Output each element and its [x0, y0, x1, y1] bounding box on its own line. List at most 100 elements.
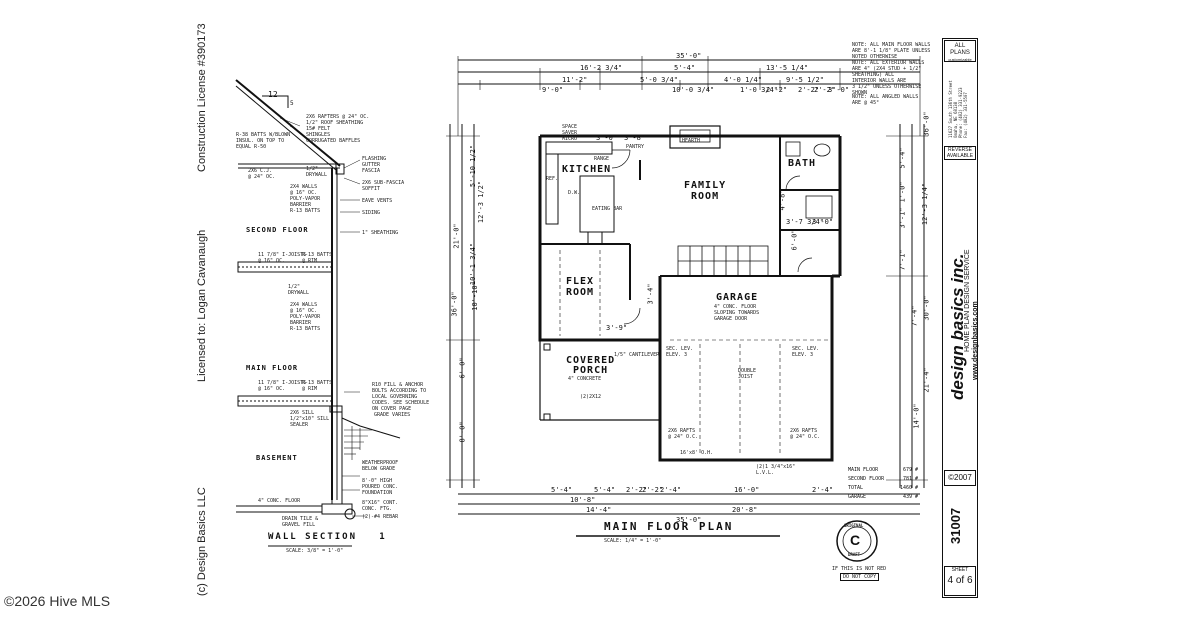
note-footing: 8"X16" CONT. CONC. FTG.	[362, 500, 399, 512]
area-value: 679 #	[902, 467, 918, 473]
stamp-line-1: IF THIS IS NOT RED	[832, 566, 887, 572]
dim-right-0: 5'-4"	[898, 147, 907, 169]
note-drywall-second: 1/2" DRYWALL	[288, 284, 310, 296]
label-lvl-beam: (2)1 3/4"x16" L.V.L.	[756, 464, 796, 476]
dim-bottom-4: 2'-4"	[660, 486, 682, 494]
label-double-joist: DOUBLE JOIST	[738, 368, 757, 380]
dim-bottom-8: 14'-4"	[586, 506, 612, 514]
dim-bottom-0: 5'-4"	[551, 486, 573, 494]
dim-top-7: 9'-5 1/2"	[786, 76, 824, 84]
area-value: 781 #	[902, 476, 918, 482]
dim-right-2: 36'-0"	[922, 111, 931, 137]
area-label: MAIN FLOOR	[848, 467, 879, 473]
area-row: MAIN FLOOR 679 #	[848, 466, 918, 475]
dim-top-4: 11'-2"	[562, 76, 588, 84]
note-foundation: 8'-0" HIGH POURED CONC. FOUNDATION	[362, 478, 399, 496]
note-rim-main: R-13 BATTS @ RIM	[302, 380, 333, 392]
note-main-floor-walls: NOTE: ALL MAIN FLOOR WALLS ARE 8'-1 1/8"…	[852, 42, 931, 60]
dim-bottom-2: 2'-2"	[626, 486, 648, 494]
dim-top-2: 5'-4"	[674, 64, 696, 72]
dim-interior-2: 3'-4"	[646, 283, 655, 305]
copyright-year: ©2007	[948, 473, 972, 482]
note-fascia: FLASHING GUTTER FASCIA	[362, 156, 387, 174]
dim-right-1: 12'-3 1/4"	[921, 182, 930, 226]
note-grade: GRADE VARIES	[374, 412, 411, 418]
all-plans-box: ALL PLANS customizable	[944, 40, 976, 62]
note-joist-main: 11 7/8" I-JOISTS @ 16" OC.	[258, 380, 307, 392]
note-exterior-walls: NOTE: ALL EXTERIOR WALLS ARE 4" (2X4 STU…	[852, 60, 925, 96]
room-garage: GARAGE	[716, 292, 759, 303]
label-dishwasher: D.W.	[568, 190, 581, 196]
reverse-box: REVERSE AVAILABLE	[944, 146, 976, 160]
area-value: 1460 #	[899, 485, 918, 491]
label-garage-note: 4" CONC. FLOOR SLOPING TOWARDS GARAGE DO…	[714, 304, 760, 322]
dim-top-3: 13'-5 1/4"	[766, 64, 809, 72]
dim-bottom-1: 5'-4"	[594, 486, 616, 494]
pitch-run: 12	[268, 90, 278, 99]
copyright-box: ©2007	[944, 470, 976, 486]
label-sec-left: SEC. LEV. ELEV. 3	[666, 346, 694, 358]
note-drywall-top: 1/2" DRYWALL	[306, 166, 328, 178]
dim-top-14: 3'-0"	[828, 86, 850, 94]
note-sheathing: 1" SHEATHING	[362, 230, 399, 236]
original-draft-seal	[836, 520, 878, 562]
sheet-box: SHEET 4 of 6	[944, 566, 976, 596]
note-joist-second: 11 7/8" I-JOISTS @ 16" OC.	[258, 252, 307, 264]
all-plans-text: ALL PLANS	[950, 43, 970, 56]
room-flex: FLEX ROOM	[566, 276, 595, 298]
pitch-rise: 5	[290, 100, 294, 107]
dim-top-11: 2'-2"	[798, 86, 820, 94]
room-kitchen: KITCHEN	[562, 164, 612, 175]
stamp-line-2: DO NOT COPY	[840, 573, 880, 581]
dim-bottom-overall: 35'-0"	[676, 516, 702, 524]
area-label: TOTAL	[848, 485, 864, 491]
dim-interior-4: 6'-0"	[790, 229, 799, 251]
room-bath: BATH	[788, 158, 817, 169]
all-plans-sub: customizable	[948, 57, 972, 62]
dim-right-8: 1'-0"	[898, 181, 907, 203]
dim-interior-0: 3'-7 3/4"	[786, 218, 824, 226]
dim-right-6: 14'-0"	[912, 403, 921, 429]
dim-right-7: 3'-1"	[898, 207, 907, 229]
plan-number: 31007	[948, 507, 963, 544]
note-rim-second: R-13 BATTS @ RIM	[302, 252, 333, 264]
sheet-number: 4 of 6	[947, 575, 973, 586]
floor-plan-title: MAIN FLOOR PLAN	[604, 520, 734, 533]
label-headers: (2)2X12	[580, 394, 602, 400]
label-rafters-left: 2X6 RAFTS @ 24" O.C.	[668, 428, 699, 440]
floor-plan-scale: SCALE: 1/4" = 1'-0"	[604, 538, 662, 544]
area-row: TOTAL 1460 #	[848, 484, 918, 493]
company-website: www.designbasics.com	[972, 301, 979, 380]
dim-left-5: 10'-10"	[470, 281, 479, 311]
dim-interior-3: 3'-9"	[606, 324, 628, 332]
wall-section-drawing	[235, 79, 401, 547]
reverse-text: REVERSE AVAILABLE	[946, 147, 974, 159]
label-space-saver: SPACE SAVER MICRO	[562, 124, 578, 142]
dim-right-9: 7'-1"	[898, 249, 907, 271]
wall-section-scale: SCALE: 3/8" = 1'-0"	[286, 548, 344, 554]
dim-left-7: 8'-0"	[458, 421, 467, 443]
mls-watermark: ©2026 Hive MLS	[4, 593, 111, 609]
seal-top-text: ORIGINAL	[844, 523, 864, 528]
note-ceiling-joists: 2X6 C.J. @ 24" OC.	[248, 168, 276, 180]
dim-top-8: 9'-0"	[542, 86, 564, 94]
dim-left-1: 5'-10 1/2"	[469, 144, 478, 188]
dim-bottom-5: 16'-0"	[734, 486, 760, 494]
dim-left-6: 6'-0"	[458, 357, 467, 379]
dim-bottom-7: 10'-8"	[570, 496, 596, 504]
dim-top-9: 10'-0 3/4"	[672, 86, 715, 94]
dim-right-4: 21'-4"	[922, 367, 931, 393]
dim-top-15: 2'-2"	[766, 86, 788, 94]
main-floor-label: MAIN FLOOR	[246, 364, 299, 372]
dim-left-overall: 36'-0"	[450, 291, 459, 317]
wall-section-title: WALL SECTION 1	[268, 532, 387, 542]
label-cantilever: 1/5" CANTILEVER	[614, 352, 660, 358]
label-pantry: PANTRY	[626, 144, 645, 150]
note-siding: SIDING	[362, 210, 381, 216]
room-porch: COVERED PORCH	[566, 355, 616, 376]
label-overhead-door: 16'x8' O.H.	[680, 450, 714, 456]
